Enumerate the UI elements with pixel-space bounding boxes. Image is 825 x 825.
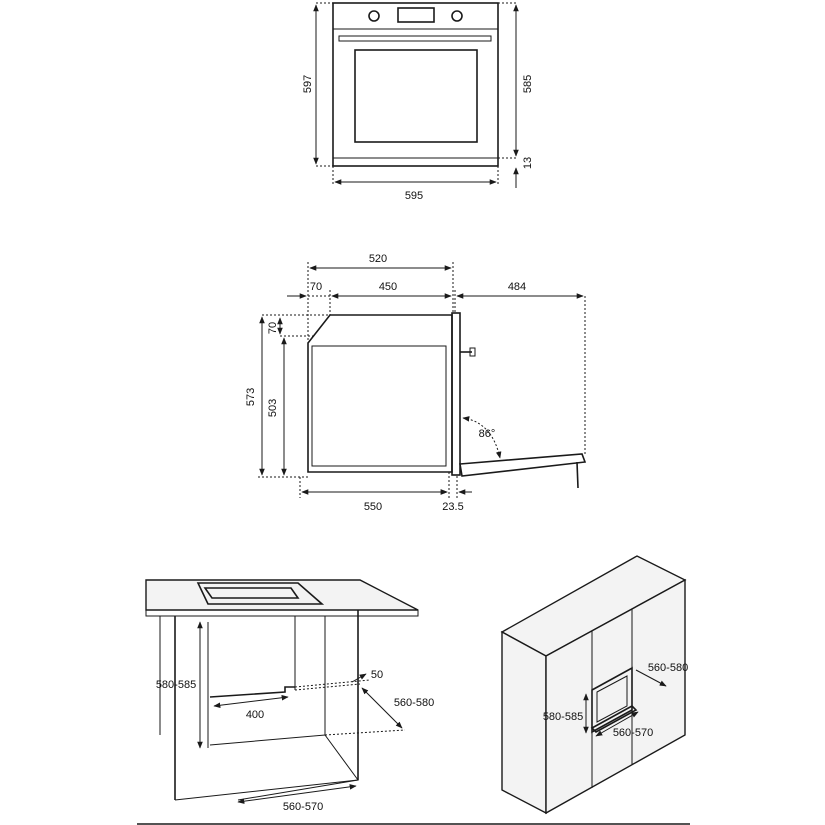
cabinet-floor xyxy=(174,779,359,801)
hob-glass xyxy=(203,587,300,599)
vent-width-label: 400 xyxy=(246,709,264,721)
door-angle-label: 86° xyxy=(479,428,496,440)
oven-window xyxy=(354,49,478,143)
front-width-label: 595 xyxy=(405,190,423,202)
undercounter-depth-label: 560-580 xyxy=(394,697,434,709)
front-panel xyxy=(451,312,461,476)
top-gap-label: 70 xyxy=(267,322,279,334)
vent-gap-label: 50 xyxy=(371,669,383,681)
panel-thickness-label: 23.5 xyxy=(442,501,463,513)
door-handle-side xyxy=(576,461,579,489)
countertop-front xyxy=(145,609,419,617)
total-height-label: 573 xyxy=(245,388,257,406)
oven-niche xyxy=(591,666,633,734)
cabinet-bottom xyxy=(209,734,359,801)
column-side xyxy=(545,578,686,815)
door-handle xyxy=(338,35,492,42)
side-view: 86° 520 450 70 484 70 573 503 550 23.5 xyxy=(245,253,587,513)
top-depth-label: 520 xyxy=(369,253,387,265)
front-view: 597 585 13 595 xyxy=(302,2,534,202)
oven-body-outline xyxy=(307,314,453,473)
inner-depth-label: 450 xyxy=(379,281,397,293)
inner-height-label: 503 xyxy=(267,399,279,417)
display-icon xyxy=(397,7,435,23)
control-panel-strip xyxy=(332,2,499,30)
front-right-height-label: 585 xyxy=(522,75,534,93)
undercounter-height-label: 580-585 xyxy=(156,679,196,691)
front-offset-label: 70 xyxy=(310,281,322,293)
control-knob-icon xyxy=(469,347,476,357)
door-swing-arc xyxy=(462,416,502,459)
column-depth-label: 560-580 xyxy=(648,662,688,674)
column-installation: 560-580 580-585 560-570 xyxy=(500,555,688,815)
vent-opening xyxy=(209,686,295,698)
front-gap-label: 13 xyxy=(522,157,534,169)
open-door xyxy=(459,453,587,477)
undercounter-width-label: 560-570 xyxy=(283,801,323,813)
right-knob-icon xyxy=(451,10,463,22)
hob xyxy=(196,582,325,605)
left-knob-icon xyxy=(368,10,380,22)
bottom-depth-label: 550 xyxy=(364,501,382,513)
door-swing-label: 484 xyxy=(508,281,526,293)
column-front xyxy=(501,630,547,815)
front-height-label: 597 xyxy=(302,75,314,93)
column-height-label: 580-585 xyxy=(543,711,583,723)
oven-inner-outline xyxy=(311,345,447,467)
column-width-label: 560-570 xyxy=(613,727,653,739)
countertop xyxy=(145,579,419,611)
undercounter-installation: 580-585 400 50 560-580 560-570 xyxy=(137,579,690,825)
